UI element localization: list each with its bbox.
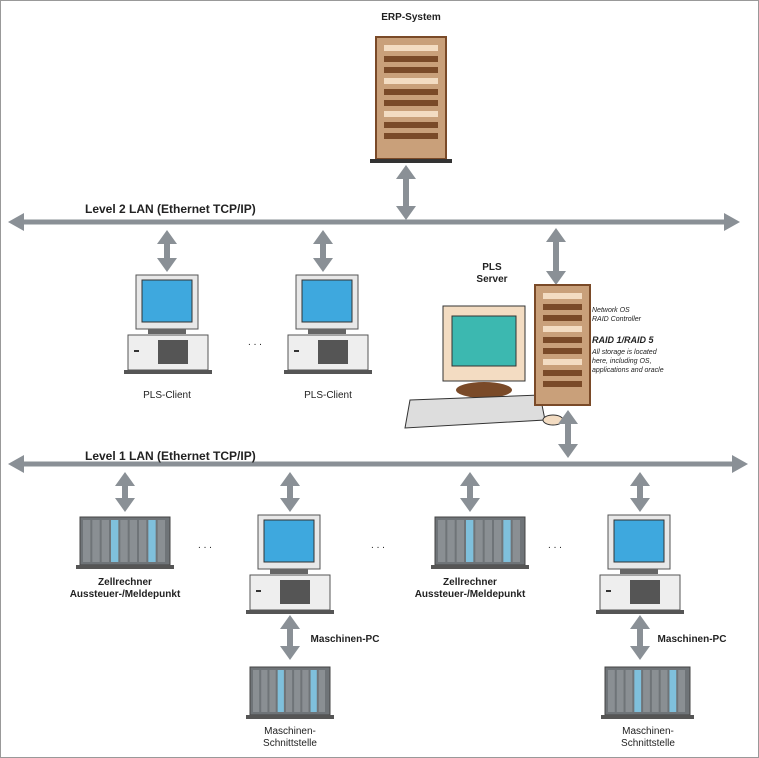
interface-label: Maschinen- [264, 726, 316, 737]
bidirectional-arrow [115, 472, 135, 512]
server-title: PLS [482, 262, 502, 273]
machine-pc-label: Maschinen-PC [658, 634, 727, 645]
pc-workstation-icon [596, 514, 684, 614]
machine-pc-label: Maschinen-PC [311, 634, 380, 645]
plc-rack-icon [601, 666, 694, 719]
interface-label: Maschinen- [622, 726, 674, 737]
server-title: Server [476, 274, 507, 285]
bidirectional-arrow [280, 472, 300, 512]
bidirectional-arrow [630, 615, 650, 660]
bidirectional-arrow [280, 615, 300, 660]
bidirectional-arrow [157, 230, 177, 272]
storage-note: here, including OS, [592, 358, 652, 365]
server-tower-icon [534, 284, 591, 406]
interface-label: Schnittstelle [263, 738, 317, 749]
interface-label: Schnittstelle [621, 738, 675, 749]
cell-label: Zellrechner [443, 577, 497, 588]
pc-workstation-icon [284, 274, 372, 374]
bidirectional-arrow [546, 228, 566, 285]
bidirectional-arrow [396, 165, 416, 220]
erp-label: ERP-System [381, 12, 441, 23]
lan1-label: Level 1 LAN (Ethernet TCP/IP) [85, 449, 256, 463]
lan2-label: Level 2 LAN (Ethernet TCP/IP) [85, 202, 256, 216]
raid-label: RAID 1/RAID 5 [592, 335, 655, 345]
ellipsis: . . . [198, 540, 212, 551]
lan-bus-arrow [8, 455, 748, 473]
client-label: PLS-Client [304, 390, 352, 401]
ellipsis: . . . [548, 540, 562, 551]
client-label: PLS-Client [143, 390, 191, 401]
lan-bus-arrow [8, 213, 740, 231]
erp-base [370, 159, 452, 163]
plc-rack-icon [76, 516, 174, 569]
ellipsis: . . . [371, 540, 385, 551]
plc-rack-icon [246, 666, 334, 719]
server-tower-icon [375, 36, 447, 160]
bidirectional-arrow [460, 472, 480, 512]
server-note: RAID Controller [592, 316, 642, 323]
bidirectional-arrow [313, 230, 333, 272]
cell-label: Aussteuer-/Meldepunkt [70, 589, 181, 600]
storage-note: applications and oracle [592, 367, 664, 374]
cell-label: Aussteuer-/Meldepunkt [415, 589, 526, 600]
bidirectional-arrow [630, 472, 650, 512]
server-workstation-icon [404, 305, 546, 429]
pc-workstation-icon [124, 274, 212, 374]
pc-workstation-icon [246, 514, 334, 614]
storage-note: All storage is located [591, 349, 658, 356]
ellipsis: . . . [248, 337, 262, 348]
bidirectional-arrow [558, 410, 578, 458]
server-note: Network OS [592, 307, 630, 314]
plc-rack-icon [431, 516, 529, 569]
cell-label: Zellrechner [98, 577, 152, 588]
